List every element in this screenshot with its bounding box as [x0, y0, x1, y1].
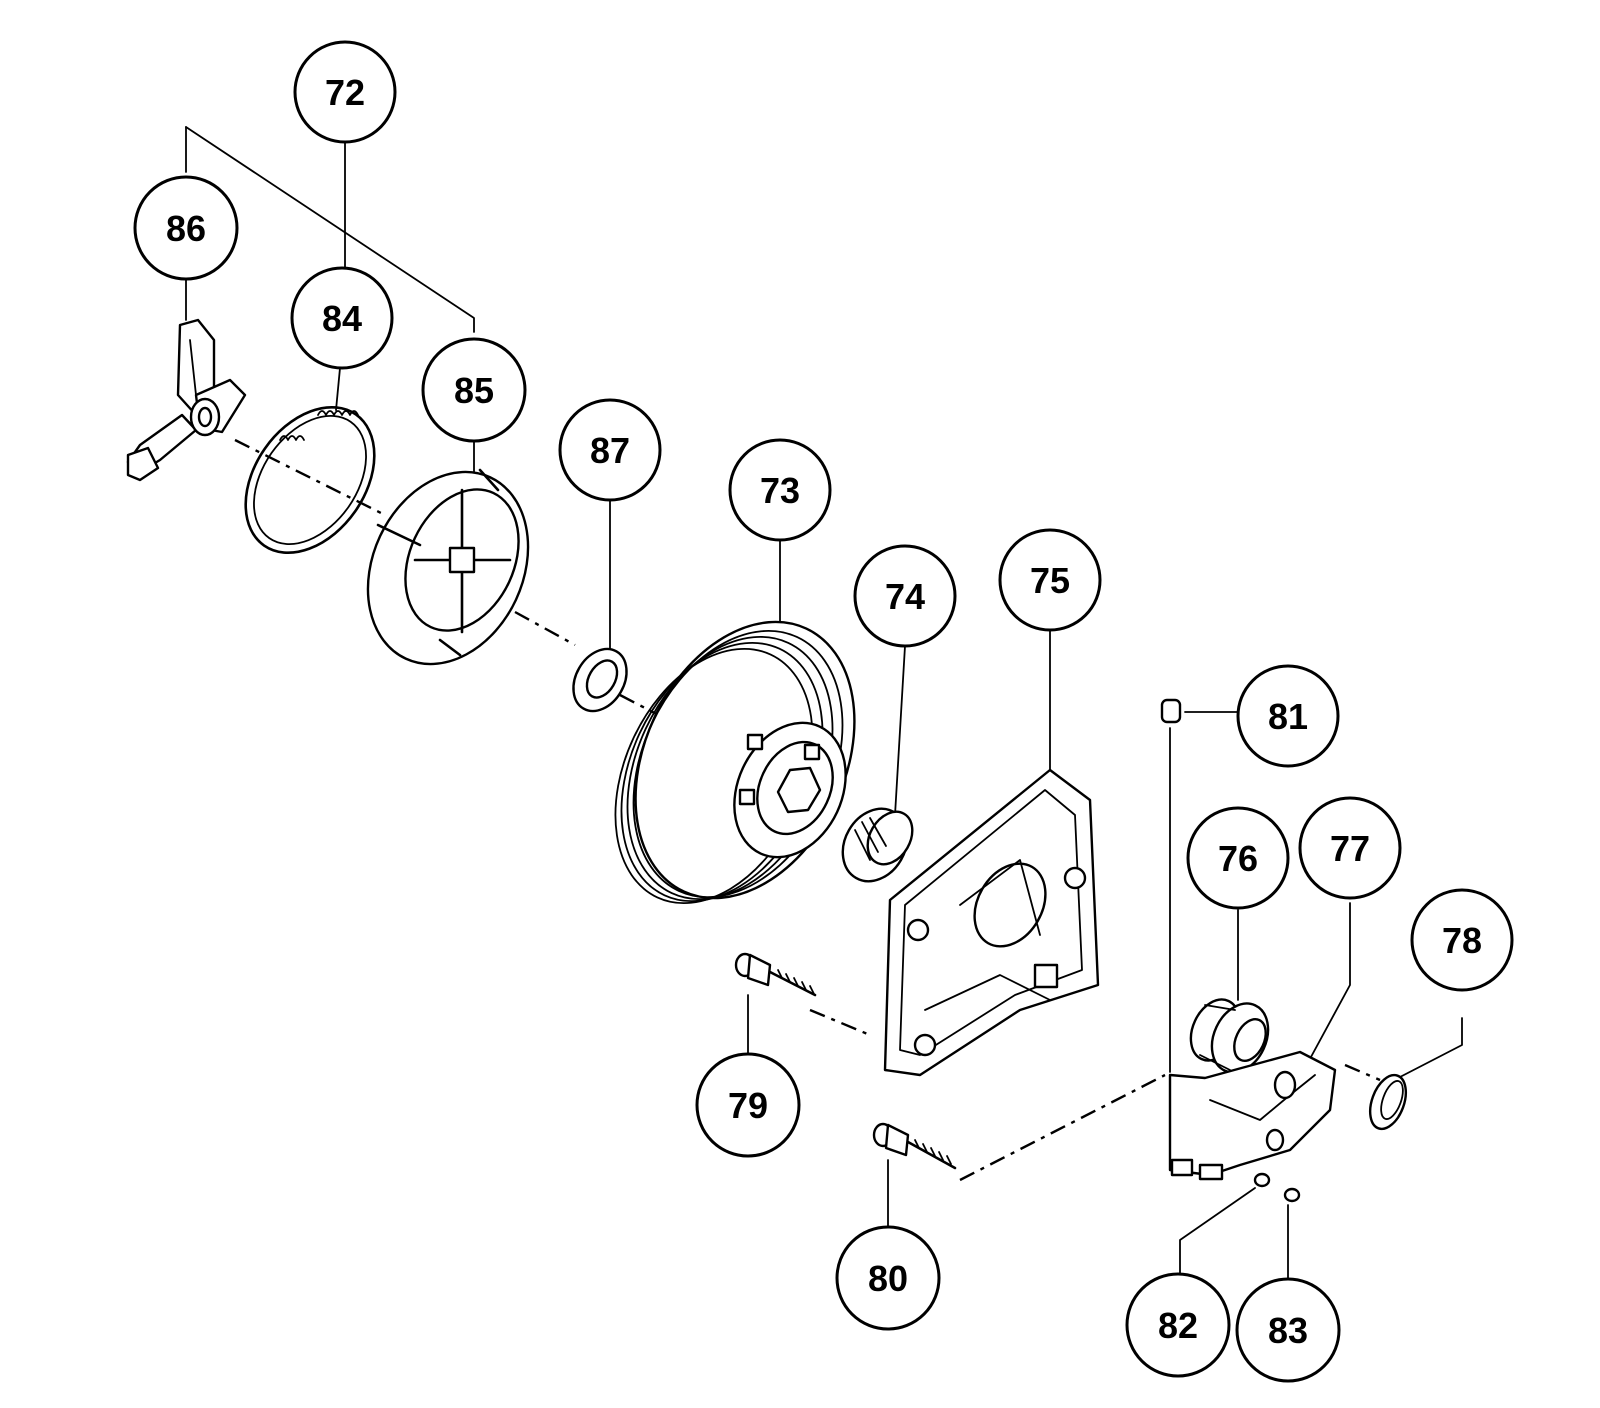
clutch-spring-ring-part [244, 405, 376, 555]
callout-73: 73 [728, 438, 832, 542]
callout-79-label: 79 [728, 1085, 768, 1126]
callout-87-label: 87 [590, 430, 630, 471]
worm-gear-part [1189, 998, 1270, 1074]
callout-81: 81 [1236, 664, 1340, 768]
clutch-spider-part [126, 318, 247, 482]
callout-84: 84 [290, 266, 394, 370]
small-ring-81-part [1160, 698, 1182, 724]
callout-74: 74 [853, 544, 957, 648]
callout-73-label: 73 [760, 470, 800, 511]
callout-82-label: 82 [1158, 1305, 1198, 1346]
o-ring-83-part [1283, 1187, 1301, 1203]
callout-78: 78 [1410, 888, 1514, 992]
bolt-80-part [872, 1122, 957, 1170]
needle-bearing-part [841, 807, 914, 883]
callout-74-label: 74 [885, 576, 925, 617]
callout-77-label: 77 [1330, 828, 1370, 869]
callout-87: 87 [558, 398, 662, 502]
clutch-drum-sprocket-part [614, 620, 856, 905]
callout-78-label: 78 [1442, 920, 1482, 961]
thrust-washer-part [572, 647, 628, 713]
callout-85-label: 85 [454, 370, 494, 411]
callout-72-label: 72 [325, 72, 365, 113]
oil-pump-body-part [1168, 1050, 1337, 1181]
coil-spring [279, 410, 359, 441]
callout-75: 75 [998, 528, 1102, 632]
o-ring-82-part [1253, 1172, 1271, 1188]
callout-75-label: 75 [1030, 560, 1070, 601]
callout-72: 72 [293, 40, 397, 144]
callout-81-label: 81 [1268, 696, 1308, 737]
callout-85: 85 [421, 337, 527, 443]
callout-80-label: 80 [868, 1258, 908, 1299]
callout-76-label: 76 [1218, 838, 1258, 879]
callout-79: 79 [695, 1052, 801, 1158]
callout-82: 82 [1125, 1272, 1231, 1378]
clutch-cover-plate-part [883, 768, 1100, 1077]
bolt-79-part [734, 952, 817, 997]
callout-84-label: 84 [322, 298, 362, 339]
callout-80: 80 [835, 1225, 941, 1331]
callout-77: 77 [1298, 796, 1402, 900]
callout-83: 83 [1235, 1277, 1341, 1383]
clutch-shoe-assembly-part [366, 468, 530, 666]
callout-86-label: 86 [166, 208, 206, 249]
callout-76: 76 [1186, 806, 1290, 910]
washer-78-part [1368, 1073, 1408, 1131]
callout-86: 86 [133, 175, 239, 281]
callout-83-label: 83 [1268, 1310, 1308, 1351]
